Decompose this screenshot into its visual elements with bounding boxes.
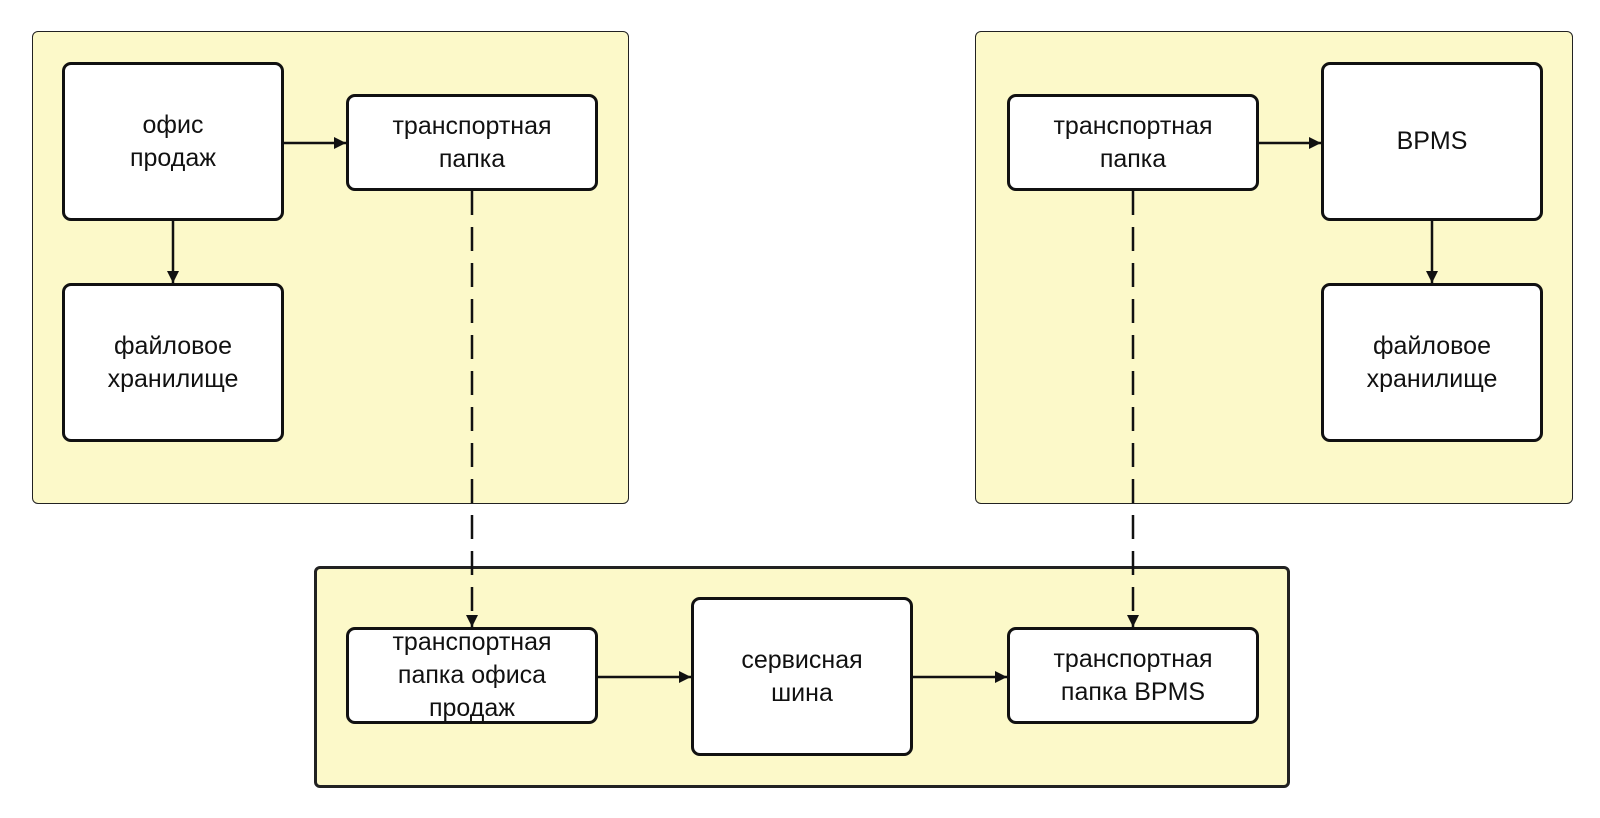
node-bus-folder-sales-label: транспортная папка офиса продаж	[392, 628, 552, 722]
node-file-storage-left: файловое хранилище	[62, 283, 284, 442]
node-bpms: BPMS	[1321, 62, 1543, 221]
node-bpms-label: BPMS	[1396, 127, 1468, 155]
node-service-bus: сервисная шина	[691, 597, 913, 756]
node-transport-folder-left: транспортная папка	[346, 94, 598, 191]
node-sales-office: офис продаж	[62, 62, 284, 221]
node-service-bus-label: сервисная шина	[741, 645, 863, 707]
node-bus-folder-bpms-label: транспортная папка BPMS	[1053, 644, 1213, 706]
node-file-storage-left-label: файловое хранилище	[107, 331, 239, 393]
node-file-storage-right-label: файловое хранилище	[1366, 331, 1498, 393]
node-file-storage-right: файловое хранилище	[1321, 283, 1543, 442]
node-transport-folder-left-label: транспортная папка	[392, 111, 552, 173]
node-bus-folder-bpms: транспортная папка BPMS	[1007, 627, 1259, 724]
node-transport-folder-right-label: транспортная папка	[1053, 111, 1213, 173]
node-transport-folder-right: транспортная папка	[1007, 94, 1259, 191]
node-bus-folder-sales: транспортная папка офиса продаж	[346, 627, 598, 724]
node-sales-office-label: офис продаж	[129, 110, 216, 172]
